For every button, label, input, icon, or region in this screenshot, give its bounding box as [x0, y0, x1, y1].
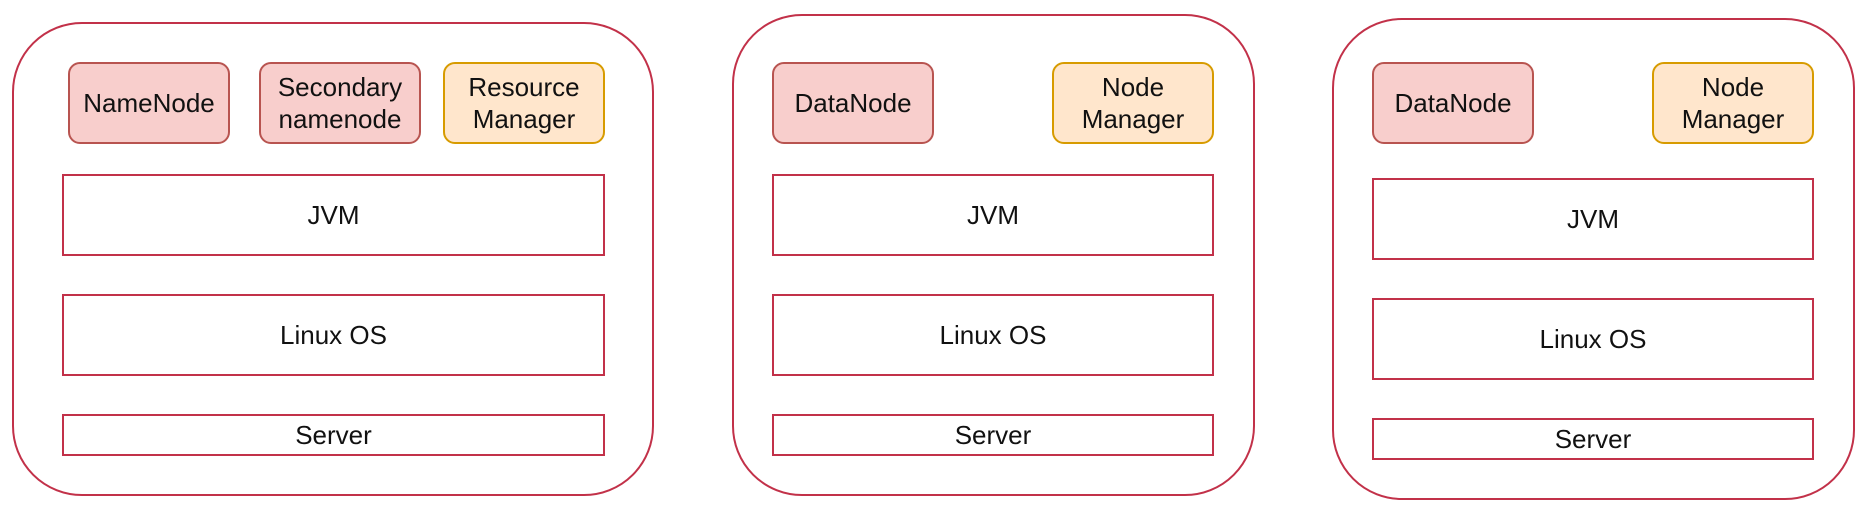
node-1-server-layer: Server: [62, 414, 605, 456]
node-2-datanode: DataNode: [772, 62, 934, 144]
node-2-node-manager: Node Manager: [1052, 62, 1214, 144]
node-1-jvm-layer: JVM: [62, 174, 605, 256]
node-3-node-manager: Node Manager: [1652, 62, 1814, 144]
node-2-jvm-layer: JVM: [772, 174, 1214, 256]
node-3-datanode: DataNode: [1372, 62, 1534, 144]
node-2-server-layer: Server: [772, 414, 1214, 456]
node-1-linux-os-layer: Linux OS: [62, 294, 605, 376]
node-1-resource-manager: Resource Manager: [443, 62, 605, 144]
node-3-jvm-layer: JVM: [1372, 178, 1814, 260]
node-2-linux-os-layer: Linux OS: [772, 294, 1214, 376]
node-1-secondary-namenode: Secondary namenode: [259, 62, 421, 144]
node-3-linux-os-layer: Linux OS: [1372, 298, 1814, 380]
node-1-namenode: NameNode: [68, 62, 230, 144]
node-3-server-layer: Server: [1372, 418, 1814, 460]
